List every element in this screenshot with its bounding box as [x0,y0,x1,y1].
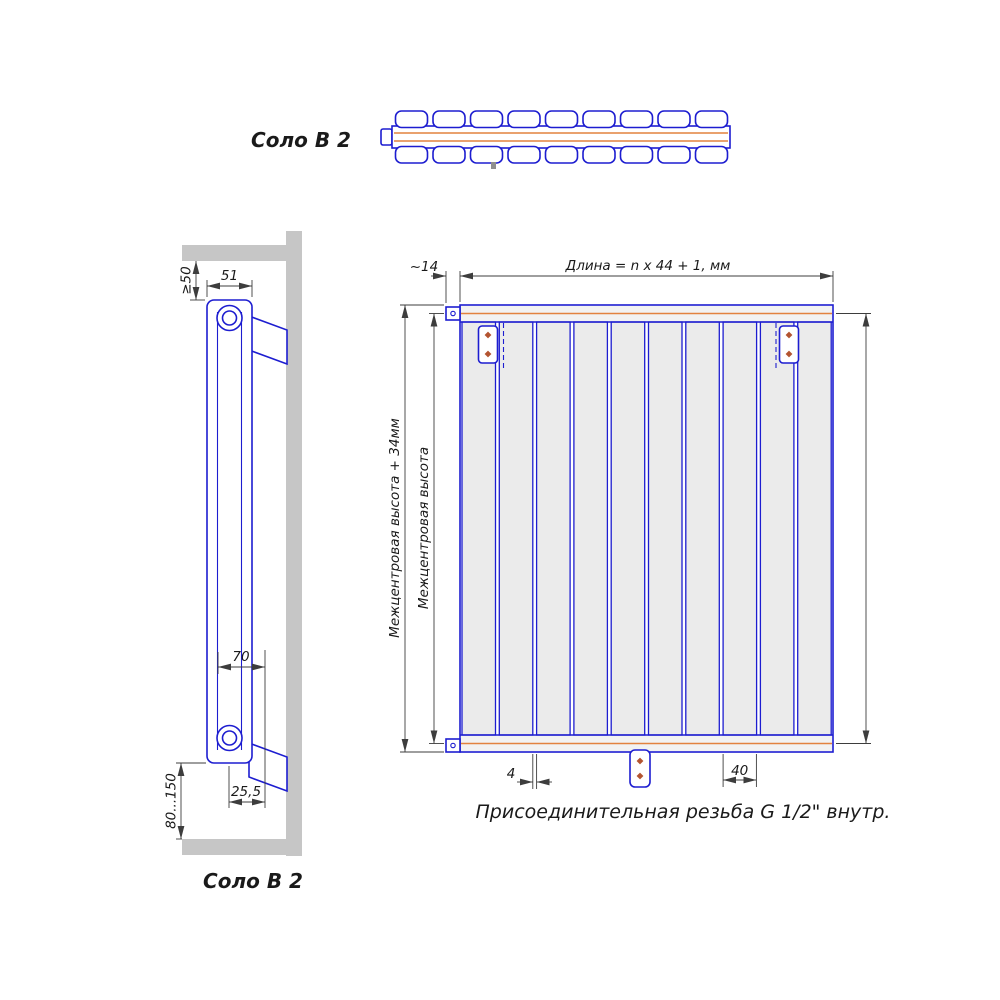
front-section [461,321,497,736]
plan-section-bottom [619,145,654,164]
plan-section-top [657,110,691,129]
front-section [722,321,758,736]
dim-section-gap: 4 [507,754,552,789]
wall-vertical [286,231,302,856]
dim-overall-height-label: Межцентровая высота + 34мм [387,418,403,638]
dim-end-offset: ~14 [410,259,447,303]
front-section [535,321,571,736]
plan-section-top [507,110,541,129]
front-connection-dot-top [450,310,456,317]
dim-top-clearance: ≥50 [179,261,205,301]
front-wall-bracket-left [477,323,505,368]
side-view: 51 ≥50 70 25,5 80...150 Соло В 2 [164,231,303,893]
plan-collector-body [391,125,731,149]
dim-depth-label: 51 [221,268,238,284]
front-floor-bracket [629,749,651,788]
dim-length: Длина = n x 44 + 1, мм [459,258,834,302]
dim-wall-offset-label: 70 [232,649,249,665]
bracket-plate [778,325,800,364]
front-section [797,321,832,736]
plan-section-bottom [507,145,541,164]
screw-dot [636,772,644,780]
plan-section-top [619,110,654,129]
front-section [647,321,683,736]
bracket-plate [477,325,499,364]
dim-floor-clearance-label: 80...150 [164,773,180,829]
side-top-bracket [248,314,288,366]
plan-section-top [694,110,729,129]
front-wall-bracket-right [775,323,800,368]
dim-right-height [836,313,871,744]
front-section [573,321,609,736]
dim-floor-clearance: 80...150 [164,762,206,840]
plan-section-bottom [432,145,466,164]
plan-view: Соло В 2 [251,110,731,169]
dim-center-height: Межцентровая высота [416,313,444,744]
front-section [685,321,720,736]
plan-section-bottom [657,145,691,164]
front-section [610,321,646,736]
dim-section-gap-label: 4 [507,766,516,782]
screw-dot [484,350,492,358]
plan-section-top [394,110,429,129]
front-sections [461,321,832,736]
dim-back-offset-label: 25,5 [231,784,261,800]
plan-section-top [582,110,616,129]
plan-section-top [544,110,579,129]
dim-back-offset-25-5: 25,5 [228,766,265,808]
plan-section-bottom [694,145,729,164]
plan-left-fitting [380,128,393,146]
side-section-body [206,299,253,764]
thread-note: Присоединительная резьба G 1/2" внутр. [476,801,891,823]
plan-view-title: Соло В 2 [251,128,351,152]
plan-sections [394,110,729,164]
screw-dot [785,350,793,358]
front-connection-stub-bottom [445,738,461,753]
screw-dot [785,331,793,339]
plan-section-bottom [469,145,504,164]
side-bottom-bracket [248,741,288,793]
side-top-collector-inner [221,310,238,326]
dim-top-clearance-label: ≥50 [179,266,195,295]
screw-dot [484,331,492,339]
plan-section-bottom [544,145,579,164]
wall-floor [182,839,302,855]
plan-section-bottom [394,145,429,164]
side-view-title: Соло В 2 [203,869,303,893]
dim-section-width: 40 [722,754,757,787]
dim-center-height-label: Межцентровая высота [416,447,432,609]
front-view: ~14 Длина = n x 44 + 1, мм Межцентровая … [387,258,890,823]
dim-wall-offset-70: 70 [217,649,266,808]
front-section [498,321,534,736]
plan-section-top [469,110,504,129]
bracket-plate [629,749,651,788]
dim-section-width-label: 40 [731,763,748,779]
dim-end-offset-label: ~14 [410,259,439,275]
plan-plug-mark [491,162,496,169]
front-section [759,321,795,736]
dim-depth-51: 51 [206,268,253,297]
dim-length-label: Длина = n x 44 + 1, мм [565,258,731,274]
plan-section-bottom [582,145,616,164]
wall-top-shelf [182,245,302,261]
screw-dot [636,757,644,765]
side-bottom-collector-inner [221,730,238,746]
front-connection-dot-bottom [450,742,456,749]
dim-overall-height: Межцентровая высота + 34мм [387,304,444,753]
front-connection-stub-top [445,306,461,321]
plan-section-top [432,110,466,129]
